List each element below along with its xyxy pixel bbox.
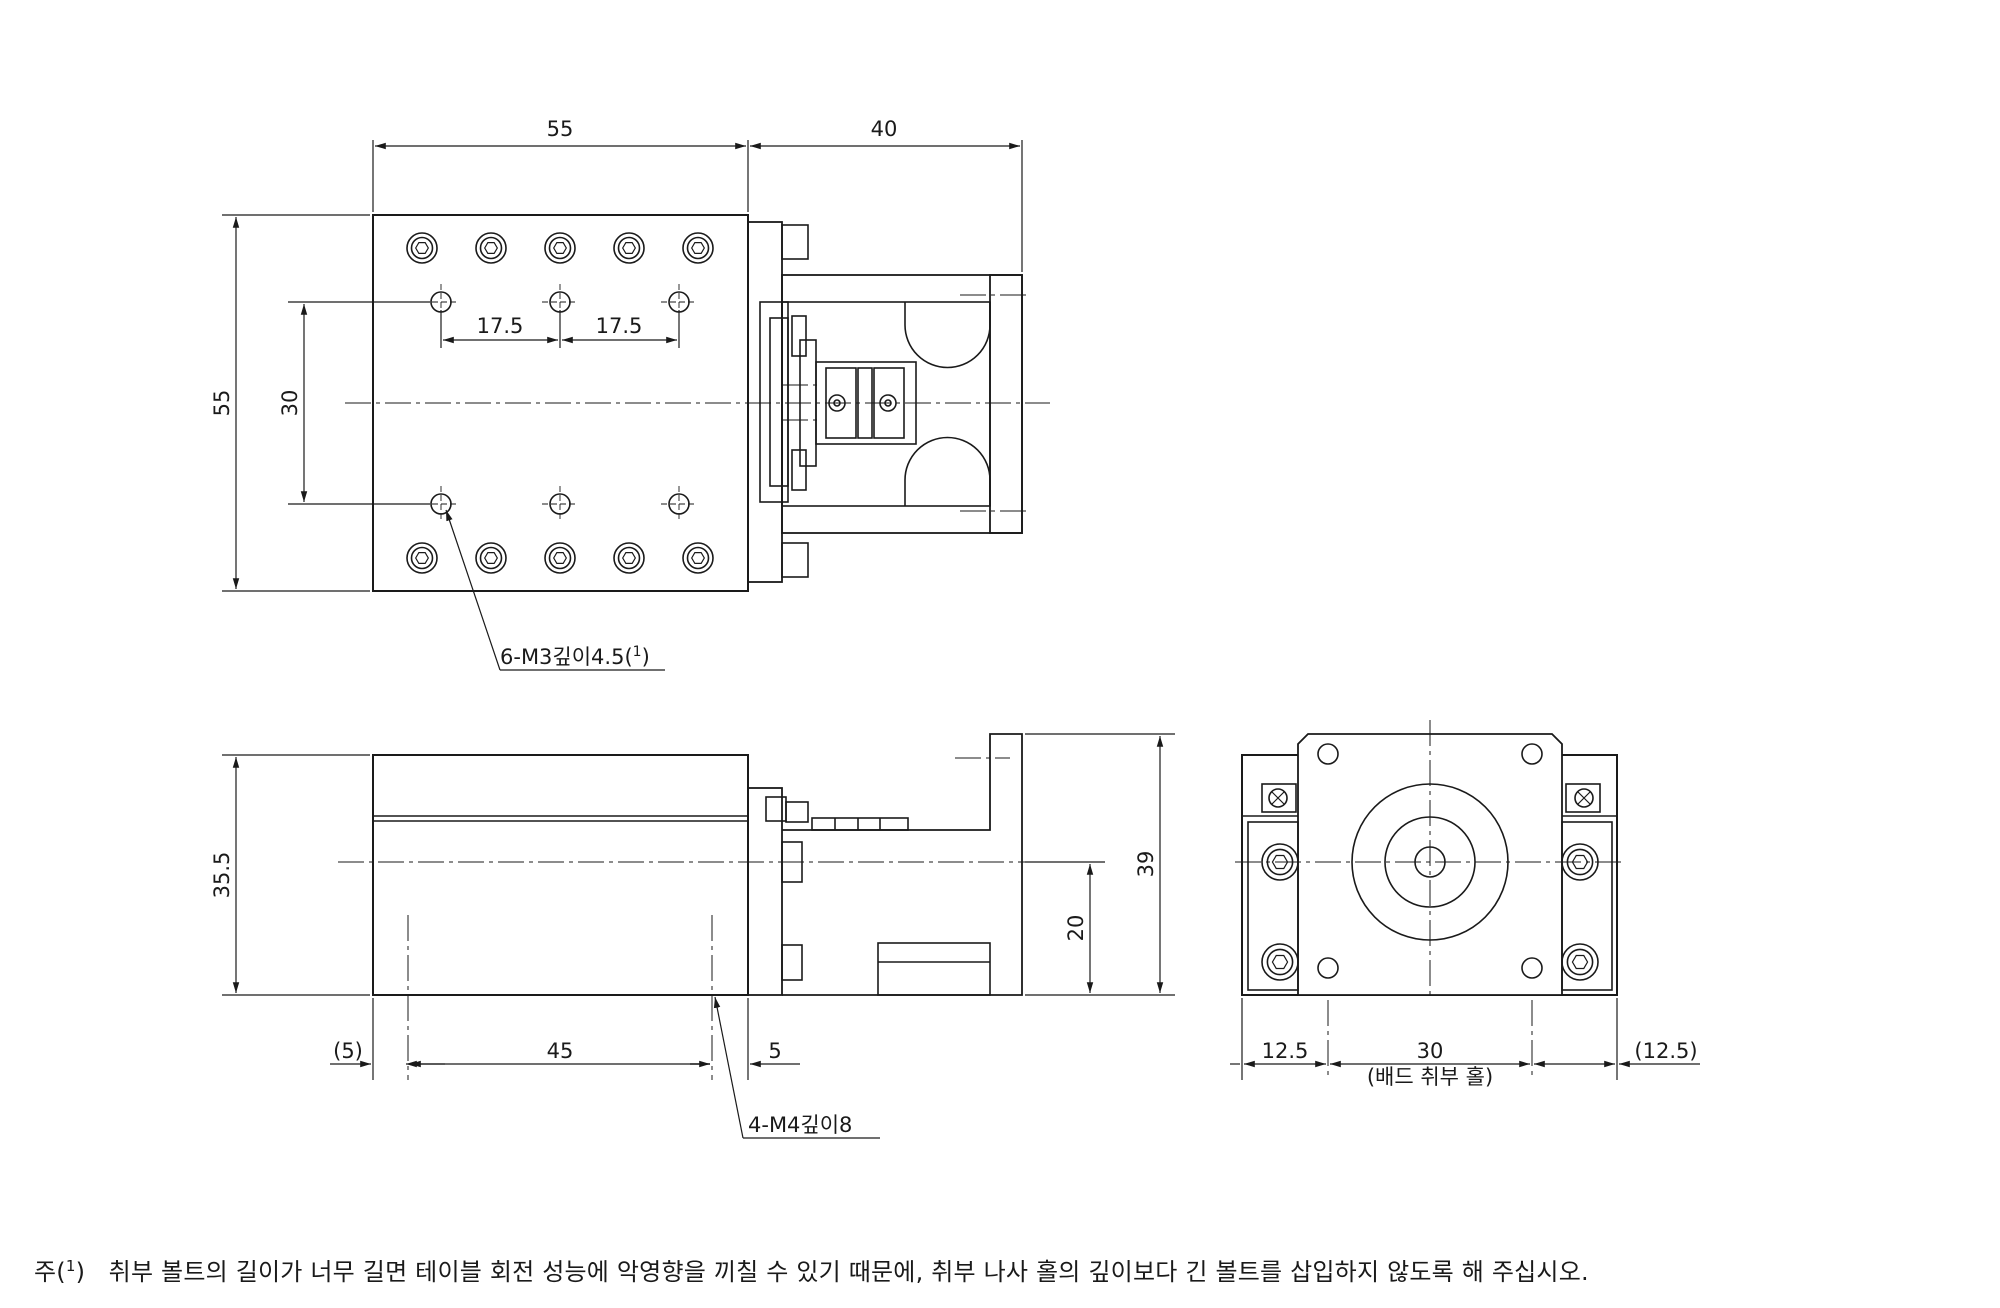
dimension-labels: 55 40 55 30 17.5 17.5 6-M3깊이4.5(1) 35.5 … [210, 117, 1698, 1137]
counterbored-screw [475, 542, 507, 574]
tapped-hole [661, 486, 697, 522]
dim-side-offset-left: (5) [333, 1039, 363, 1063]
end-dimensions [1230, 998, 1700, 1080]
counterbored-screw [1261, 843, 1299, 881]
dim-top-extension: 40 [871, 117, 898, 141]
footnote-ref: 1 [65, 1257, 76, 1275]
counterbored-screw [406, 232, 438, 264]
dim-end-left: 12.5 [1262, 1039, 1309, 1063]
dim-pitch-right: 17.5 [596, 314, 643, 338]
caption-bed-mount-holes: (배드 취부 홀) [1367, 1065, 1493, 1089]
footnote: 주(1) 취부 볼트의 길이가 너무 길면 테이블 회전 성능에 악영향을 끼칠… [34, 1252, 1589, 1287]
top-dimensions [222, 140, 1023, 671]
counterbored-screw [1261, 943, 1299, 981]
counterbored-screw [682, 542, 714, 574]
dim-pitch-left: 17.5 [477, 314, 524, 338]
callout-top-holes: 6-M3깊이4.5(1) [500, 644, 650, 669]
callout-side-holes: 4-M4깊이8 [748, 1113, 852, 1137]
top-screw-group [406, 232, 714, 574]
end-screw-group [1261, 743, 1599, 981]
side-dimensions [222, 733, 1175, 1139]
dim-end-right: (12.5) [1634, 1039, 1697, 1063]
dim-side-height: 35.5 [210, 852, 234, 899]
footnote-prefix: 주( [34, 1258, 66, 1286]
dim-end-mid: 30 [1417, 1039, 1444, 1063]
counterbored-screw [1561, 843, 1599, 881]
counterbored-screw [682, 232, 714, 264]
mount-hole [1317, 743, 1339, 765]
counterbored-screw [406, 542, 438, 574]
mount-hole [1521, 957, 1543, 979]
counterbored-screw [475, 232, 507, 264]
counterbored-screw [1561, 943, 1599, 981]
tapped-hole [542, 486, 578, 522]
dim-top-hole-span: 30 [278, 390, 302, 417]
dim-side-axis-height: 20 [1064, 915, 1088, 942]
dim-side-offset-right: 5 [768, 1039, 781, 1063]
dim-top-height: 55 [210, 390, 234, 417]
footnote-text: 취부 볼트의 길이가 너무 길면 테이블 회전 성능에 악영향을 끼칠 수 있기… [108, 1258, 1589, 1286]
mount-hole [1521, 743, 1543, 765]
side-view [338, 733, 1105, 1080]
dim-top-width: 55 [547, 117, 574, 141]
end-view [1235, 720, 1625, 1075]
dim-side-base-length: 45 [547, 1039, 574, 1063]
mount-hole [1317, 957, 1339, 979]
counterbored-screw [544, 232, 576, 264]
dim-side-total-height: 39 [1134, 851, 1158, 878]
counterbored-screw [544, 542, 576, 574]
top-view [345, 214, 1050, 592]
footnote-suffix: ) [75, 1258, 86, 1286]
counterbored-screw [613, 542, 645, 574]
counterbored-screw [613, 232, 645, 264]
